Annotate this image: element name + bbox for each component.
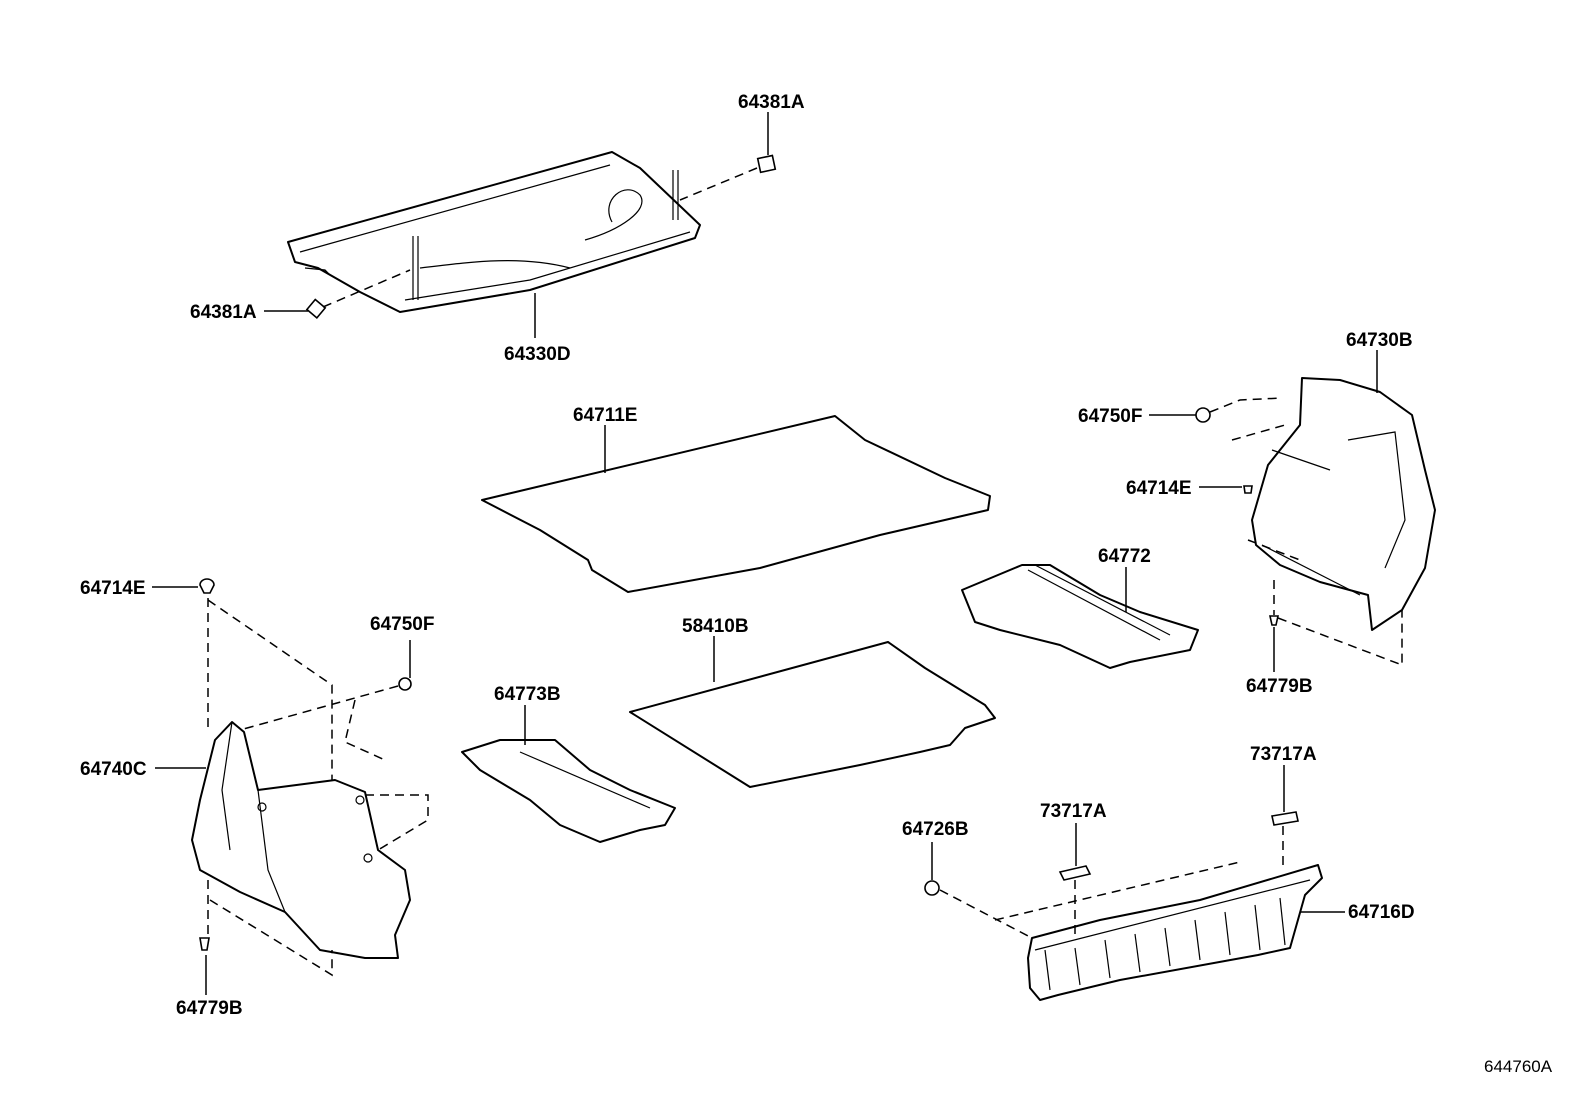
diagram-ref-code: 644760A: [1484, 1057, 1553, 1076]
label-64330D: 64330D: [504, 344, 571, 365]
label-64779B-right: 64779B: [1246, 676, 1313, 697]
side-trim-64730B: [1251, 377, 1436, 631]
label-64381A-left: 64381A: [190, 302, 257, 323]
package-tray-64330D: [287, 151, 701, 313]
trim-64772: [961, 564, 1199, 669]
clip-64779B-left: [199, 937, 210, 951]
clip-64381A-left: [305, 298, 327, 319]
label-64730B: 64730B: [1346, 330, 1413, 351]
label-64714E-right: 64714E: [1126, 478, 1192, 499]
label-64779B-left: 64779B: [176, 998, 243, 1019]
clip-64750F-left: [398, 677, 412, 691]
rear-trim-64716D: [1027, 864, 1323, 1001]
label-64714E-left: 64714E: [80, 578, 146, 599]
side-trim-64740C: [191, 721, 411, 959]
label-73717A-mid: 73717A: [1040, 801, 1107, 822]
clip-64726B: [924, 880, 940, 896]
clip-73717A-mid: [1058, 865, 1092, 881]
label-64750F-right: 64750F: [1078, 406, 1142, 427]
label-64726B: 64726B: [902, 819, 969, 840]
label-64773B: 64773B: [494, 684, 561, 705]
clip-64381A-top: [756, 154, 777, 174]
label-58410B: 58410B: [682, 616, 749, 637]
clip-64714E-left: [199, 578, 215, 594]
floor-board-58410B: [629, 641, 996, 788]
clip-64779B-right: [1269, 615, 1279, 626]
clip-64714E-right: [1243, 485, 1253, 494]
trim-64773B: [461, 739, 676, 843]
label-64750F-left: 64750F: [370, 614, 434, 635]
clip-73717A-right: [1271, 811, 1299, 826]
label-64381A-top: 64381A: [738, 92, 805, 113]
label-64772: 64772: [1098, 546, 1151, 567]
label-64716D: 64716D: [1348, 902, 1415, 923]
label-64711E: 64711E: [573, 405, 637, 426]
floor-mat-64711E: [481, 415, 991, 593]
label-73717A-right: 73717A: [1250, 744, 1317, 765]
label-64740C: 64740C: [80, 759, 147, 780]
clip-64750F-right: [1195, 407, 1211, 423]
